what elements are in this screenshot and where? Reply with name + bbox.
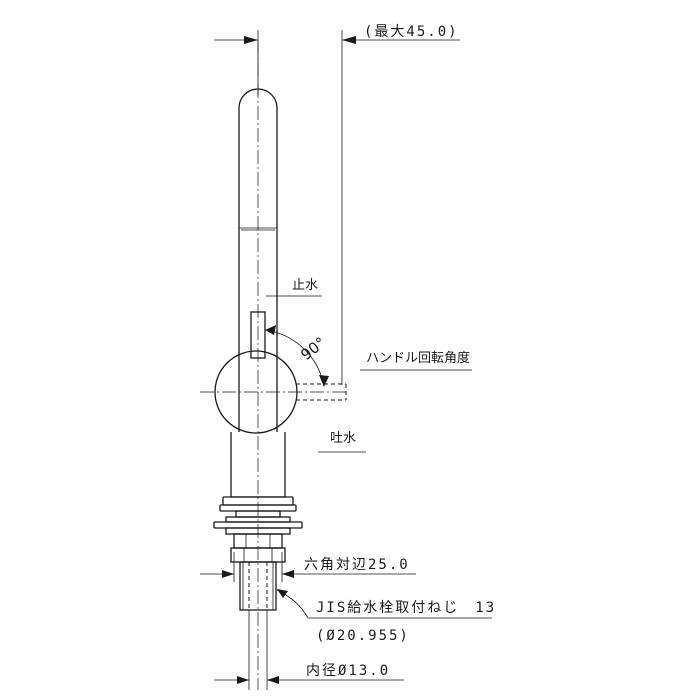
max-projection-label: (最大45.0): [364, 24, 459, 40]
thread-diameter-label: (Ø20.955): [316, 628, 410, 644]
stop-water-label: 止水: [292, 278, 318, 293]
handle-rotation-label: ハンドル回転角度: [366, 350, 470, 366]
spout-water-callout: 吐水: [318, 431, 366, 453]
angle-label: 90°: [297, 333, 329, 364]
faucet-body: [200, 40, 348, 690]
spout-water-label: 吐水: [330, 431, 356, 446]
thread-spec-callout: JIS給水栓取付ねじ 13 (Ø20.955): [276, 589, 496, 644]
inner-diameter-label: 内径Ø13.0: [306, 663, 390, 679]
stop-water-callout: 止水: [266, 278, 322, 297]
max-projection-dimension: (最大45.0): [214, 24, 460, 385]
hex-width-dimension: 六角対辺25.0: [200, 552, 416, 582]
handle-rotation-callout: ハンドル回転角度: [360, 350, 472, 371]
thread-spec-label: JIS給水栓取付ねじ 13: [316, 600, 496, 616]
inner-diameter-dimension: 内径Ø13.0: [214, 610, 404, 690]
hex-width-label: 六角対辺25.0: [304, 557, 410, 573]
